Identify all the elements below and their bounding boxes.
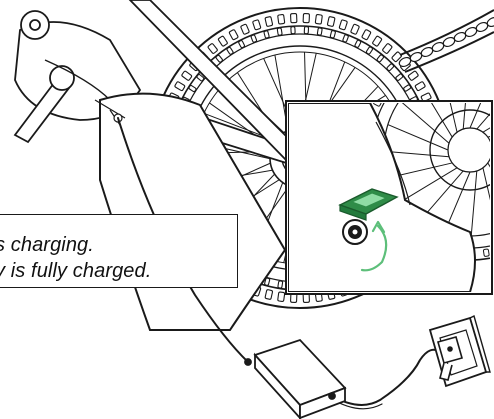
charging-port-icon (342, 219, 368, 245)
caption-line-fully-charged: y is fully charged. (0, 260, 152, 282)
charger-brick (244, 338, 347, 419)
port-cover-icon (338, 188, 399, 221)
wall-plug (437, 336, 463, 381)
bicycle-chain (398, 9, 494, 73)
open-arrow-icon (360, 220, 388, 272)
caption-box: s charging. y is fully charged. (0, 214, 238, 288)
detail-inset (285, 100, 493, 295)
caption-line-charging: s charging. (0, 234, 94, 256)
